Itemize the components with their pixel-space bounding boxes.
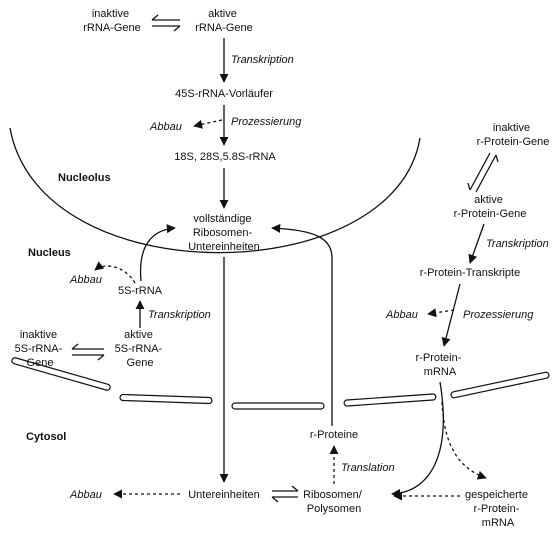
envelope-segment <box>450 371 550 399</box>
r-protein-processing-arrow <box>441 283 461 347</box>
subunit-ribosome-equilibrium <box>271 485 299 503</box>
r-protein-degradation-label: Abbau <box>385 309 418 321</box>
r-protein-import-arrow <box>271 223 333 426</box>
rrna-precursor: 45S-rRNA-Vorläufer <box>175 88 273 100</box>
envelope-segment <box>231 402 325 410</box>
nuclear-envelope <box>11 357 550 410</box>
5s-rrna-to-subunits-arrow <box>139 224 176 282</box>
nucleolus-label: Nucleolus <box>58 172 111 184</box>
rrna-degradation-arrow <box>193 119 223 129</box>
nucleus-label: Nucleus <box>28 247 71 259</box>
r-protein-processing-label: Prozessierung <box>463 309 534 321</box>
5s-transcription-label: Transkription <box>148 309 211 321</box>
stored-r-protein-mrna: gespeicherte r-Protein- mRNA <box>465 489 531 529</box>
r-protein-transcripts: r-Protein-Transkripte <box>420 267 520 279</box>
cytosol-label: Cytosol <box>26 431 66 443</box>
r-protein-transcription-label: Transkription <box>486 238 549 250</box>
5s-gene-equilibrium <box>71 343 105 361</box>
r-protein-mrna: r-Protein- mRNA <box>416 352 465 378</box>
envelope-segment <box>11 357 111 391</box>
inactive-5s-rrna-genes: inaktive 5S-rRNA- Gene <box>15 329 66 369</box>
active-rrna-genes: aktive rRNA-Gene <box>195 8 252 34</box>
translation-label: Translation <box>341 462 395 474</box>
mature-rrnas: 18S, 28S,5.8S-rRNA <box>174 151 276 163</box>
r-protein-transcription-arrow <box>468 223 485 264</box>
rrna-degradation-label: Abbau <box>149 121 182 133</box>
r-protein-degradation-arrow <box>427 308 455 318</box>
cytosol-degradation-label: Abbau <box>69 489 102 501</box>
mrna-to-ribosomes-arrow <box>391 381 444 499</box>
ribosomes-polysomes: Ribosomen/ Polysomen <box>303 489 365 515</box>
complete-ribosomal-subunits: vollständige Ribosomen- Untereinheiten <box>188 213 260 253</box>
cytosolic-subunits: Untereinheiten <box>188 489 260 501</box>
rrna-transcription-label: Transkription <box>231 54 294 66</box>
mrna-storage-arrow <box>441 401 487 480</box>
envelope-segment <box>343 393 437 407</box>
r-proteins: r-Proteine <box>310 429 358 441</box>
5s-rrna-degradation-label: Abbau <box>69 274 102 286</box>
inactive-r-protein-genes: inaktive r-Protein-Gene <box>477 122 550 148</box>
nucleolus-boundary <box>9 127 421 254</box>
5s-rrna: 5S-rRNA <box>118 285 163 297</box>
active-5s-rrna-genes: aktive 5S-rRNA- Gene <box>115 329 166 369</box>
rrna-gene-equilibrium <box>151 14 181 32</box>
envelope-segment <box>119 393 213 405</box>
rrna-processing-label: Prozessierung <box>231 116 302 128</box>
r-protein-gene-equilibrium <box>467 152 499 193</box>
active-r-protein-genes: aktive r-Protein-Gene <box>454 194 527 220</box>
5s-rrna-degradation-arrow <box>94 261 136 284</box>
inactive-rrna-genes: inaktive rRNA-Gene <box>83 8 140 34</box>
